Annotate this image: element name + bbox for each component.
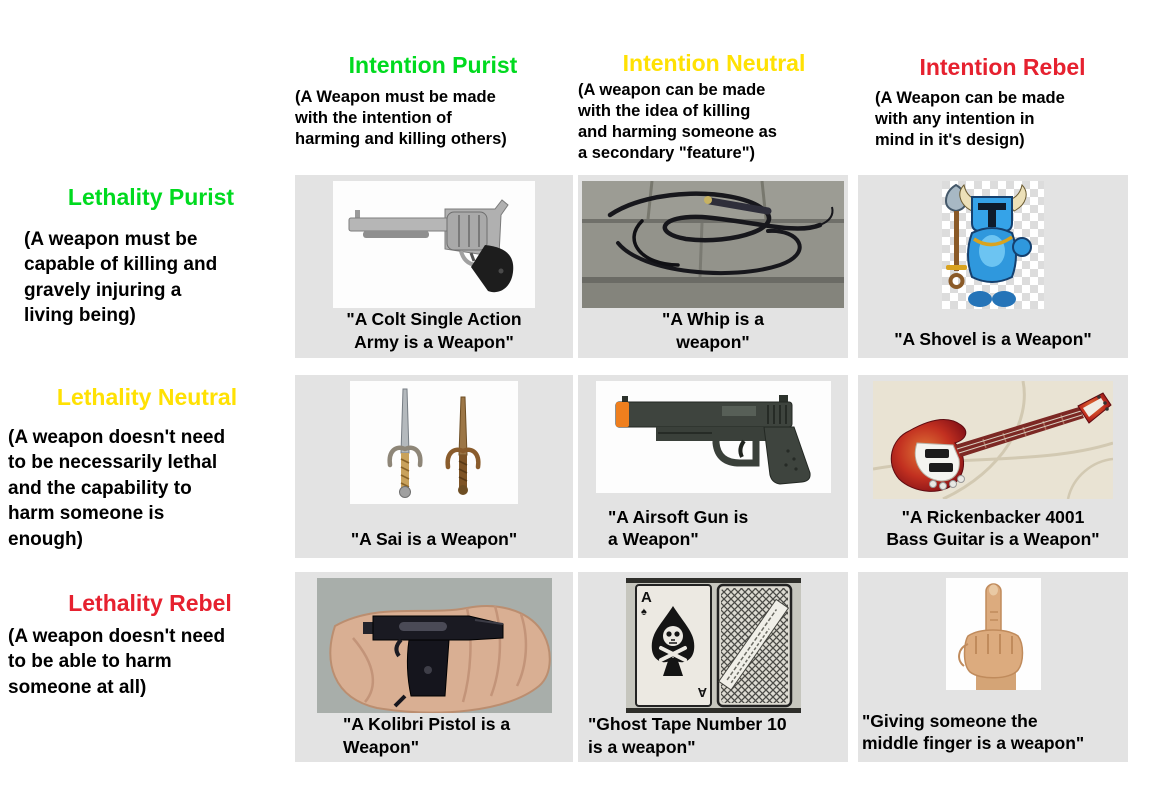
spade-icon: ♠ [641,606,647,618]
middle-finger-image [945,578,1041,690]
card-corner-letter: A [641,589,652,606]
column-header-intention-rebel: Intention Rebel (A Weapon can be made wi… [875,54,1130,151]
column-header-intention-neutral: Intention Neutral (A weapon can be made … [578,50,850,164]
cell-caption: "Giving someone the middle finger is a w… [862,710,1085,754]
cell-caption: "A Shovel is a Weapon" [894,329,1092,350]
cell-caption: "A Sai is a Weapon" [350,529,518,550]
row-header-lethality-purist: Lethality Purist (A weapon must be capab… [20,184,282,329]
cell-caption: "A Airsoft Gun is a Weapon" [608,506,749,550]
cell-purist-rebel: "A Shovel is a Weapon" [858,175,1128,358]
cell-neutral-purist: "A Sai is a Weapon" [295,375,573,558]
column-title: Intention Rebel [919,54,1086,80]
row-title: Lethality Rebel [68,590,232,616]
cell-rebel-purist: "A Kolibri Pistol is a Weapon" [295,572,573,762]
cell-caption: "A Whip is a weapon" [662,309,764,352]
cell-rebel-neutral: A ♠ A "Ghost Tape Number 10 is a [578,572,848,762]
airsoft-gun-image [595,381,831,493]
column-title: Intention Neutral [622,50,806,76]
column-header-intention-purist: Intention Purist (A Weapon must be made … [295,52,571,150]
cell-caption: "Ghost Tape Number 10 is a weapon" [588,714,787,757]
kolibri-pistol-image [316,578,552,713]
cell-neutral-rebel: "A Rickenbacker 4001 Bass Guitar is a We… [858,375,1128,558]
column-subtitle: (A Weapon can be made with any intention… [875,89,1065,150]
whip-image [582,181,844,308]
row-title: Lethality Purist [67,184,235,210]
shovel-knight-image [942,181,1044,309]
row-header-lethality-neutral: Lethality Neutral (A weapon doesn't need… [2,384,292,552]
row-subtitle: (A weapon doesn't need to be able to har… [8,626,226,698]
cell-purist-neutral: "A Whip is a weapon" [578,175,848,358]
column-title: Intention Purist [348,52,518,78]
ace-of-spades-cards-image: A ♠ A [625,578,801,713]
cell-rebel-rebel: "Giving someone the middle finger is a w… [858,572,1128,762]
row-title: Lethality Neutral [56,384,238,410]
cell-caption: "A Kolibri Pistol is a Weapon" [343,714,511,757]
cell-neutral-neutral: "A Airsoft Gun is a Weapon" [578,375,848,558]
card-corner-letter-inverted: A [697,685,707,700]
row-subtitle: (A weapon doesn't need to be necessarily… [8,427,226,550]
sai-image [350,381,518,504]
column-subtitle: (A Weapon must be made with the intentio… [295,88,507,149]
cell-caption: "A Rickenbacker 4001 Bass Guitar is a We… [886,506,1100,550]
rickenbacker-bass-image [873,381,1113,499]
row-header-lethality-rebel: Lethality Rebel (A weapon doesn't need t… [8,590,292,700]
colt-single-action-army-image [333,181,535,308]
column-subtitle: (A weapon can be made with the idea of k… [578,81,777,163]
cell-caption: "A Colt Single Action Army is a Weapon" [346,309,522,352]
row-subtitle: (A weapon must be capable of killing and… [24,229,218,327]
cell-purist-purist: "A Colt Single Action Army is a Weapon" [295,175,573,358]
